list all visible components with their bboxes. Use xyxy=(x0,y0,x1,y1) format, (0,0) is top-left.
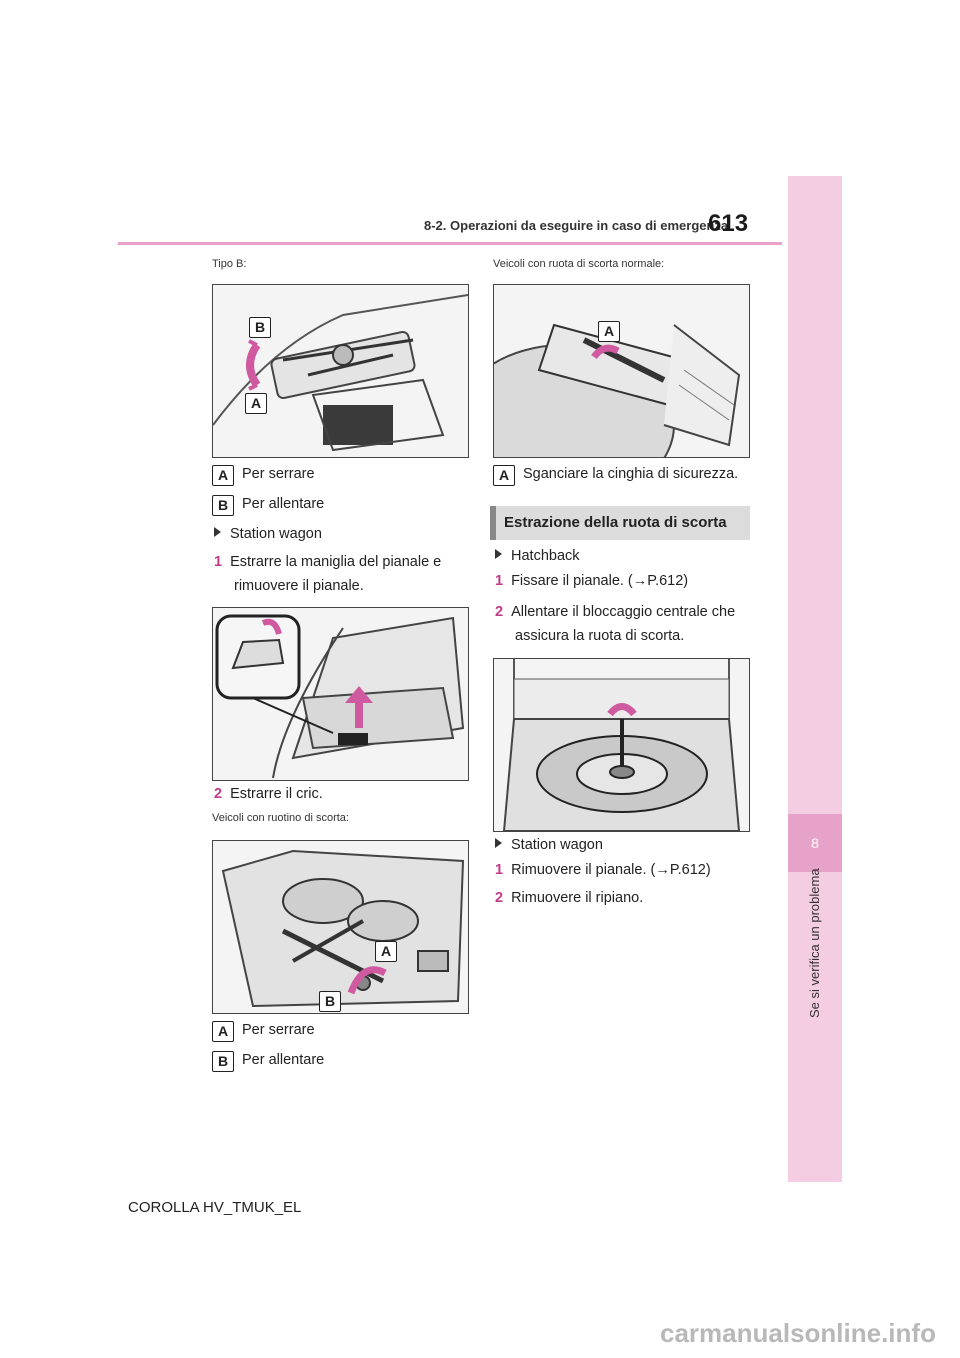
station-wagon-label: Station wagon xyxy=(214,526,322,542)
legend-letter: A xyxy=(493,465,515,486)
header-rule xyxy=(118,242,782,245)
figure-spare-wheel xyxy=(493,658,750,832)
floor-handle-illustration xyxy=(213,608,468,780)
legend-letter: B xyxy=(212,1051,234,1072)
hatchback-label: Hatchback xyxy=(495,548,580,564)
chapter-number-box xyxy=(788,814,842,872)
legend-text: Per allentare xyxy=(242,496,325,512)
figure-safety-strap: A xyxy=(493,284,750,458)
legend-letter: A xyxy=(212,465,234,486)
ref-arrow-icon: → xyxy=(655,862,670,878)
callout-a: A xyxy=(245,393,267,414)
ruota-normale-label: Veicoli con ruota di scorta normale: xyxy=(493,258,665,270)
jack-ruotino-illustration xyxy=(213,841,468,1013)
bullet-arrow-icon xyxy=(495,838,502,848)
heading-text: Estrazione della ruota di scorta xyxy=(504,514,727,531)
callout-a: A xyxy=(375,941,397,962)
tipo-b-label: Tipo B: xyxy=(212,258,247,270)
callout-b: B xyxy=(319,991,341,1012)
figure-jack-tipo-b: B A xyxy=(212,284,469,458)
legend-letter: B xyxy=(212,495,234,516)
bullet-arrow-icon xyxy=(495,549,502,559)
legend-text: Per serrare xyxy=(242,466,315,482)
chapter-label: Se si verifica un problema xyxy=(807,868,822,1018)
bullet-arrow-icon xyxy=(214,527,221,537)
legend-text: Per allentare xyxy=(242,1052,325,1068)
watermark-logo: carmanualsonline.info xyxy=(660,1318,936,1348)
svg-text:carmanualsonline.info: carmanualsonline.info xyxy=(660,1318,936,1348)
chapter-side-tab xyxy=(788,176,842,1182)
ruotino-label: Veicoli con ruotino di scorta: xyxy=(212,812,349,824)
watermark: carmanualsonline.info xyxy=(660,1312,956,1352)
section-title: 8-2. Operazioni da eseguire in caso di e… xyxy=(424,218,729,233)
legend-text: Sganciare la cinghia di sicurezza. xyxy=(523,466,739,482)
figure-floor-handle xyxy=(212,607,469,781)
station-wagon-label: Station wagon xyxy=(495,837,603,853)
callout-b: B xyxy=(249,317,271,338)
page-number: 613 xyxy=(708,210,749,237)
chapter-number: 8 xyxy=(811,835,819,851)
spare-wheel-illustration xyxy=(494,659,749,831)
jack-illustration xyxy=(213,285,468,457)
section-heading: Estrazione della ruota di scorta xyxy=(490,506,750,540)
legend-letter: A xyxy=(212,1021,234,1042)
heading-bar xyxy=(490,506,496,540)
legend-text: Per serrare xyxy=(242,1022,315,1038)
figure-jack-ruotino: A B xyxy=(212,840,469,1014)
ref-arrow-icon: → xyxy=(632,573,648,589)
safety-strap-illustration xyxy=(494,285,749,457)
footer-model: COROLLA HV_TMUK_EL xyxy=(128,1199,302,1216)
callout-a: A xyxy=(598,321,620,342)
